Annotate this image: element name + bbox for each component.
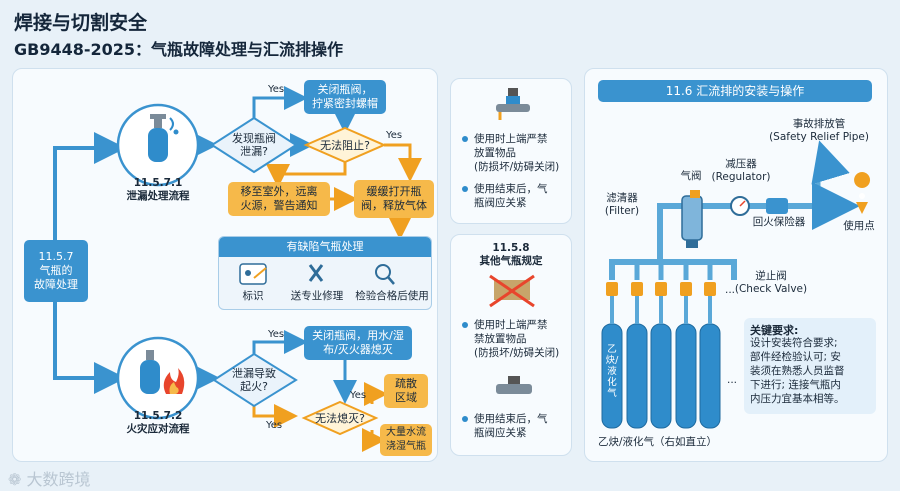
cylinders-caption: 乙炔/液化气（右如直立） [598,436,718,448]
manifold-ellipsis-bottom: ... [726,374,737,386]
gas-valve-label: 气阀 [680,170,702,182]
defect-step-repair: 送专业修理 [290,290,344,302]
requirements-title: 关键要求: [750,324,799,337]
flashback-arrestor-label: 回火保险器 [752,216,806,228]
filter-label: 滤清器 (Filter) [604,192,640,217]
fire-yes-3: Yes [350,390,367,401]
leak-cannot-stop-decision: 无法阻止? [320,139,370,152]
fire-caption: 11.5.7.2 火灾应对流程 [126,410,190,435]
watermark-logo-icon: ❁ [8,470,22,489]
bottom-rule-close-valve: 使用结束后，气 瓶阀应关紧 [462,412,570,440]
fault-handling-root: 11.5.7 气瓶的 故障处理 [24,240,88,302]
watermark: ❁ 大数跨境 [8,470,91,489]
fire-action-cool-cylinder: 大量水流 浇湿气瓶 [380,424,432,456]
leak-caption: 11.5.7.1 泄漏处理流程 [126,177,190,202]
flashback-arrestor-icon [766,198,788,214]
location-pin-icon [854,180,870,214]
defect-step-label: 标识 [242,290,264,302]
regulator-gauge-icon [731,197,749,215]
leak-action-move-outdoor: 移至室外，远离 火源，警告通知 [228,182,330,216]
check-valve-label: 逆止阀 (Check Valve) [734,270,808,295]
page-title: 焊接与切割安全 [14,12,148,34]
fire-cannot-extinguish-decision: 无法熄灭? [315,412,365,425]
leak-decision: 发现瓶阀 泄漏? [232,132,276,158]
requirements-text: 设计安装符合要求; 部件经检验认可; 安 装须在熟悉人员监督 下进行; 连接气瓶… [750,337,845,405]
fire-action-extinguish: 关闭瓶阀，用水/湿 布/灭火器熄灭 [304,326,412,360]
fire-decision: 泄漏导致 起火? [232,367,276,393]
top-rule-no-objects: 使用时上端严禁 放置物品 (防损坏/妨碍关闭) [462,132,570,174]
fire-action-evacuate: 疏散 区域 [384,374,428,408]
manifold-title: 11.6 汇流排的安装与操作 [598,80,872,102]
leak-action-close-valve: 关闭瓶阀， 拧紧密封螺帽 [304,80,386,114]
use-point-label: 使用点 [843,220,875,232]
filter-icon [682,196,702,248]
bottom-rule-no-objects: 使用时上端严禁 禁放置物品 (防损坏/妨碍关闭) [462,318,570,360]
other-rules-title: 11.5.8 其他气瓶规定 [479,242,543,267]
leak-action-release-gas: 缓缓打开瓶 阀，释放气体 [354,180,434,218]
fire-yes-2: Yes [266,420,283,431]
manifold-ellipsis-top: ... [724,284,735,296]
leak-yes-2: Yes [386,130,403,141]
regulator-label: 减压器 (Regulator) [711,158,771,183]
requirements-box [744,318,876,414]
defect-title: 有缺陷气瓶处理 [219,237,431,257]
fire-yes-1: Yes [268,329,285,340]
top-rule-close-valve: 使用结束后，气 瓶阀应关紧 [462,182,570,210]
defect-step-inspect: 检验合格后使用 [355,290,429,302]
relief-pipe-label: 事故排放管 (Safety Relief Pipe) [769,118,869,143]
cylinder-vertical-text: 乙炔/液化气 [605,344,619,399]
cylinder-rules-bottom-panel [450,234,572,456]
page-subtitle: GB9448-2025：气瓶故障处理与汇流排操作 [14,40,344,59]
leak-yes-1: Yes [268,84,285,95]
